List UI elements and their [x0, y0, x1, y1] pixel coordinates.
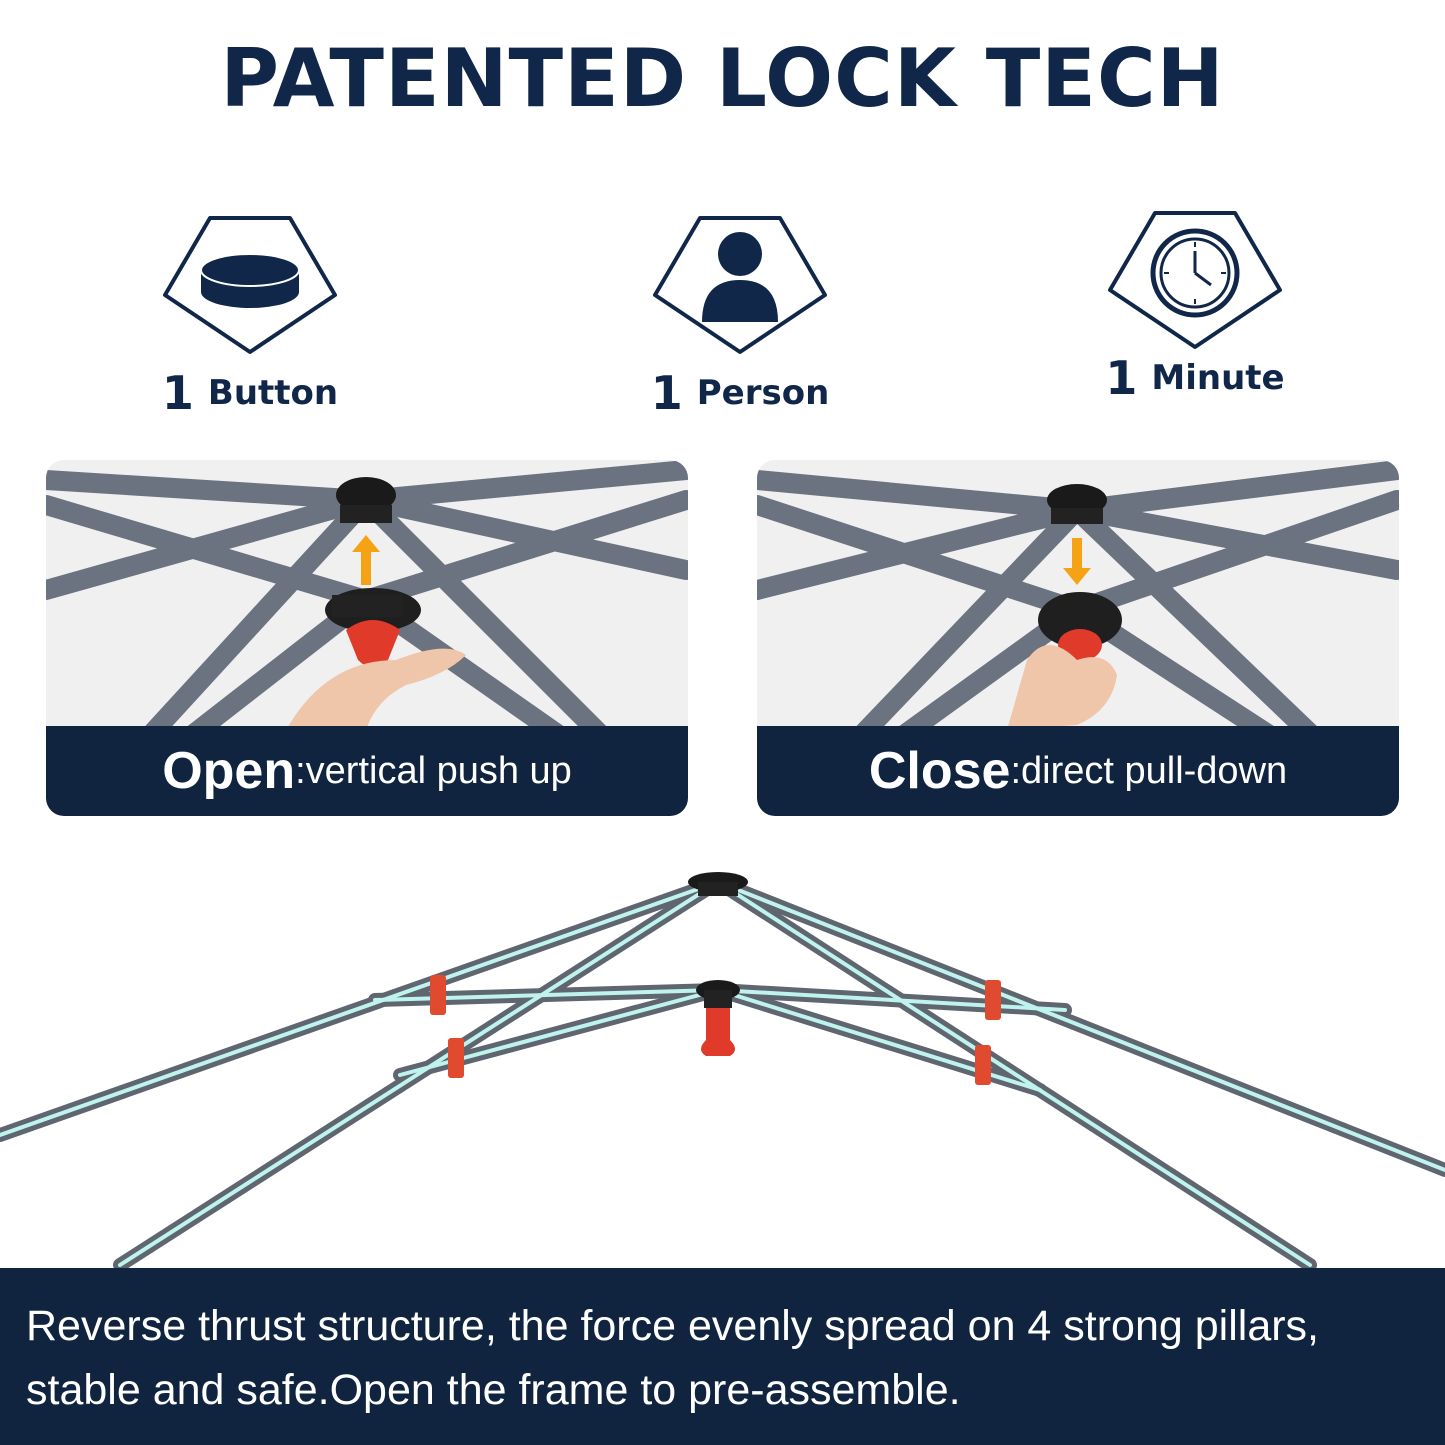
footer-line-2: stable and safe.Open the frame to pre-as… [26, 1366, 961, 1414]
open-panel: Open:vertical push up [46, 460, 688, 816]
open-caption: Open:vertical push up [46, 726, 688, 816]
close-action-label: Close [868, 742, 1011, 800]
feature-number: 1 [161, 366, 194, 420]
feature-label: Button [207, 373, 339, 413]
feature-label: Person [696, 373, 830, 413]
canopy-frame-illustration [0, 872, 1445, 1270]
open-action-description: :vertical push up [295, 749, 572, 792]
person-icon [653, 216, 827, 354]
close-caption: Close:direct pull-down [757, 726, 1399, 816]
frame-hub-photo-close [757, 460, 1399, 730]
feature-label: Minute [1151, 358, 1285, 398]
button-puck-icon [163, 216, 337, 354]
clock-icon [1108, 211, 1282, 349]
footer-description: Reverse thrust structure, the force even… [0, 1268, 1445, 1445]
feature-number: 1 [650, 366, 683, 420]
close-panel: Close:direct pull-down [757, 460, 1399, 816]
feature-button: 1 Button [130, 210, 370, 420]
page-title: PATENTED LOCK TECH [220, 32, 1225, 125]
feature-person: 1 Person [620, 210, 860, 420]
footer-line-1: Reverse thrust structure, the force even… [26, 1302, 1320, 1350]
open-action-label: Open [162, 742, 296, 800]
feature-minute: 1 Minute [1075, 205, 1315, 405]
feature-number: 1 [1105, 351, 1138, 405]
frame-hub-photo-open [46, 460, 688, 730]
close-action-description: :direct pull-down [1010, 749, 1288, 792]
